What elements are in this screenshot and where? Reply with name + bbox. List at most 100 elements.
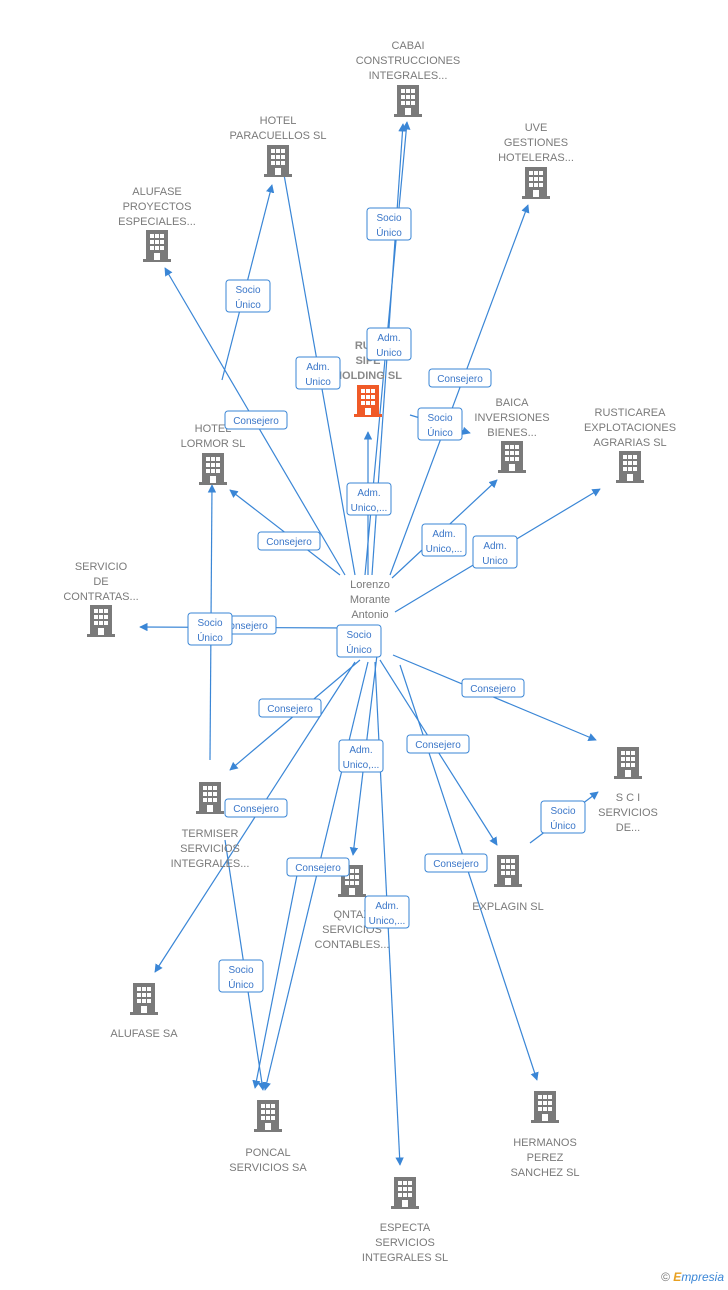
edge-label[interactable]: Adm.Unico (472, 535, 518, 569)
node-uve[interactable]: UVEGESTIONESHOTELERAS... (498, 122, 574, 199)
node-label-line: Lorenzo (350, 579, 390, 591)
node-baica[interactable]: BAICAINVERSIONESBIENES... (474, 397, 550, 473)
node-label-line: SERVICIOS SA (229, 1162, 307, 1174)
edge-label-text: Unico,... (343, 760, 380, 771)
node-cabai[interactable]: CABAICONSTRUCCIONESINTEGRALES... (356, 40, 461, 117)
edge-label-box (286, 857, 350, 877)
edge-label-box (187, 612, 233, 646)
node-termiser[interactable]: TERMISERSERVICIOSINTEGRALES... (171, 782, 250, 870)
edge-label[interactable]: Consejero (257, 531, 321, 551)
edge-label[interactable]: Adm. Unico,... (346, 482, 392, 516)
copyright-symbol: © (661, 1270, 670, 1284)
node-alufase-proyectos[interactable]: ALUFASEPROYECTOSESPECIALES... (118, 186, 196, 262)
edge-label-text: Unico,... (426, 544, 463, 555)
edge-label-box (295, 356, 341, 390)
node-label-line: BAICA (495, 397, 529, 409)
edge-label-text: Único (235, 298, 261, 311)
edge-label[interactable]: Consejero (258, 698, 322, 718)
edge-label-text: Socio (235, 285, 260, 296)
edge-label[interactable]: Consejero (424, 853, 488, 873)
edge-label-text: Adm. (357, 488, 380, 499)
edge-label[interactable]: Consejero (406, 734, 470, 754)
edge-label-box (428, 368, 492, 388)
edge-label-text: Socio (346, 630, 371, 641)
edge-label-text: Unico,... (351, 503, 388, 514)
node-label-line: ALUFASE SA (110, 1028, 178, 1040)
node-label-line: GESTIONES (504, 137, 568, 149)
node-label-line: LORMOR SL (181, 438, 246, 450)
node-label-line: CONTRATAS... (63, 591, 138, 603)
node-alufase-sa[interactable]: ALUFASE SA (110, 983, 178, 1040)
edge-label-box (257, 531, 321, 551)
edge-label-text: Consejero (437, 374, 483, 385)
edge-label[interactable]: Adm.Unico,... (421, 523, 467, 557)
edge-label[interactable]: Adm.Unico,... (338, 739, 384, 773)
edge-label-text: Único (228, 978, 254, 991)
edge-label-box (366, 327, 412, 361)
building-icon (394, 85, 422, 117)
edge-label[interactable]: Consejero (224, 410, 288, 430)
building-icon (199, 453, 227, 485)
node-label-line: UVE (525, 122, 548, 134)
node-label-line: INTEGRALES... (369, 70, 448, 82)
edge-label-text: Unico (376, 348, 402, 359)
node-servicio-contratas[interactable]: SERVICIODECONTRATAS... (63, 561, 139, 637)
node-label-line: EXPLOTACIONES (584, 422, 676, 434)
edge-label[interactable]: Consejero (224, 798, 288, 818)
node-label-line: EXPLAGIN SL (472, 901, 544, 913)
node-sci[interactable]: S C ISERVICIOSDE... (598, 747, 658, 834)
node-label-line: ESPECTA (380, 1222, 431, 1234)
edge-label-text: Adm. (377, 333, 400, 344)
edge-label-box (417, 407, 463, 441)
building-icon (494, 855, 522, 887)
node-label-line: ESPECIALES... (118, 216, 196, 228)
building-icon (391, 1177, 419, 1209)
node-explagin[interactable]: EXPLAGIN SL (472, 855, 544, 913)
building-icon (87, 605, 115, 637)
edge-label-text: Adm. (306, 362, 329, 373)
brand-logo-e: E (673, 1270, 682, 1284)
node-label-line: Morante (350, 594, 390, 606)
edge-label-text: Socio (550, 806, 575, 817)
edge-label-text: Consejero (233, 416, 279, 427)
edge-label-text: Socio (228, 965, 253, 976)
edge-label-box (364, 895, 410, 929)
edge-label-text: Consejero (295, 863, 341, 874)
edge-label[interactable]: Consejero (286, 857, 350, 877)
building-icon (143, 230, 171, 262)
building-icon (254, 1100, 282, 1132)
node-label-line: CABAI (391, 40, 424, 52)
edge-label[interactable]: Adm.Unico (295, 356, 341, 390)
edge-label-text: Socio (376, 213, 401, 224)
node-label-line: QNTAX (333, 909, 371, 921)
edge-label-text: Socio (427, 413, 452, 424)
edge-label-box (224, 798, 288, 818)
node-label-line: CONTABLES... (315, 939, 390, 951)
edge-label[interactable]: Consejero (428, 368, 492, 388)
node-label-line: DE... (616, 822, 640, 834)
edge-label-text: Adm. (375, 901, 398, 912)
node-label-line: RUSTICAREA (595, 407, 667, 419)
node-label-line: PARACUELLOS SL (229, 130, 326, 142)
brand-logo-text: mpresia (681, 1270, 724, 1284)
edge-label-box (424, 853, 488, 873)
edge-label[interactable]: Adm.Unico,... (364, 895, 410, 929)
edge-label[interactable]: Adm. Unico (366, 327, 412, 361)
edge-label[interactable]: Consejero (461, 678, 525, 698)
